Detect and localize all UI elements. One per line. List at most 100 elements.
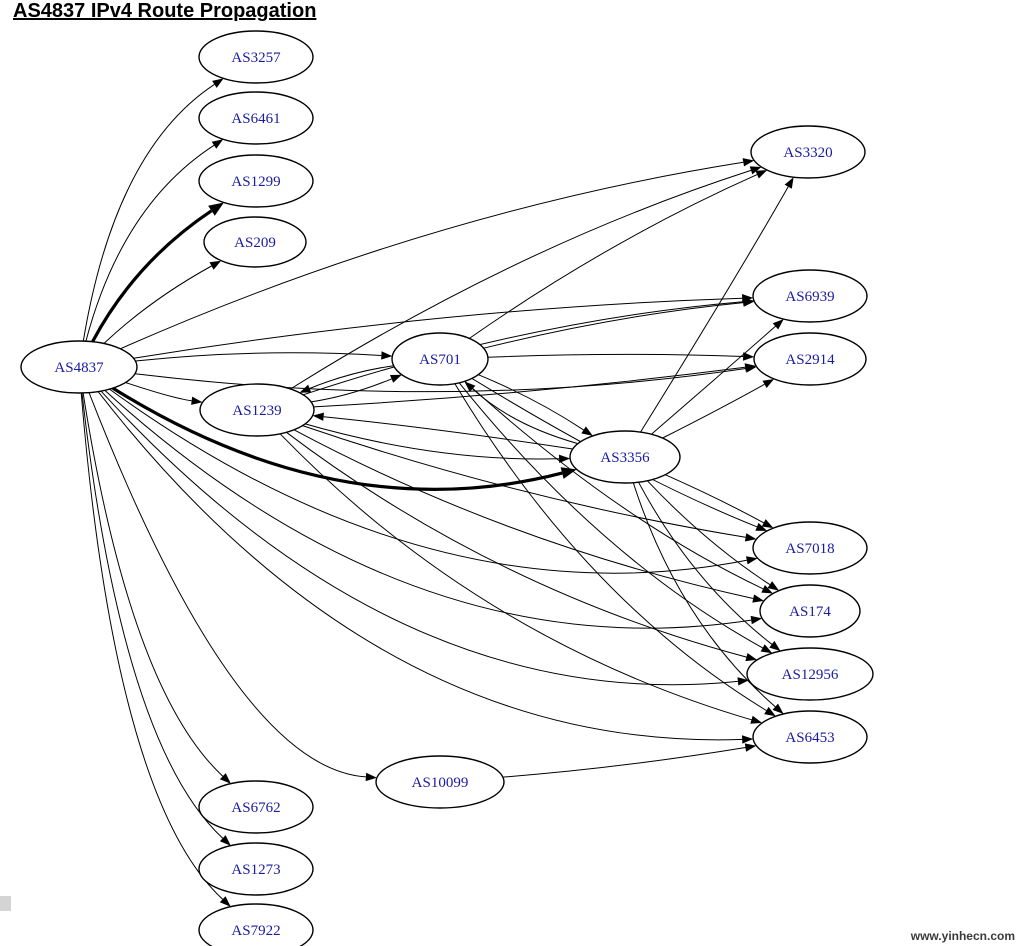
edge-AS701-AS6453 bbox=[454, 383, 767, 711]
arrowhead-AS4837-AS6762 bbox=[219, 773, 231, 784]
node-AS2914: AS2914 bbox=[753, 332, 867, 386]
edge-AS701-AS12956 bbox=[458, 382, 763, 649]
node-label-AS1299: AS1299 bbox=[231, 174, 280, 190]
arrowhead-AS701-AS2914 bbox=[743, 352, 755, 361]
edge-AS4837-AS6762 bbox=[82, 392, 224, 777]
arrowhead-AS3356-AS1239 bbox=[312, 412, 324, 421]
edge-AS4837-AS6453 bbox=[97, 391, 743, 741]
edge-AS1239-AS701 bbox=[311, 378, 392, 403]
arrowhead-AS701-AS174 bbox=[761, 585, 773, 594]
arrowhead-AS4837-AS1239 bbox=[191, 396, 203, 405]
arrowhead-AS4837-AS10099 bbox=[365, 772, 377, 782]
node-label-AS2914: AS2914 bbox=[785, 352, 835, 368]
edge-AS701-AS3320 bbox=[469, 174, 758, 339]
edge-AS4837-AS7922 bbox=[80, 392, 223, 900]
node-ellipse-AS2914 bbox=[753, 332, 867, 386]
node-ellipse-AS3356 bbox=[569, 430, 681, 484]
node-label-AS3356: AS3356 bbox=[600, 450, 650, 466]
arrowhead-AS1239-AS3320 bbox=[749, 166, 762, 175]
arrowhead-AS1239-AS174 bbox=[752, 594, 764, 603]
node-label-AS3257: AS3257 bbox=[231, 50, 281, 66]
arrowhead-AS3356-AS174 bbox=[767, 581, 779, 591]
arrowhead-AS701-AS12956 bbox=[760, 644, 773, 654]
node-AS10099: AS10099 bbox=[375, 755, 505, 809]
node-label-AS6453: AS6453 bbox=[785, 730, 834, 746]
edge-AS4837-AS209 bbox=[103, 265, 212, 344]
edge-AS701-AS3356 bbox=[478, 374, 584, 431]
node-label-AS1239: AS1239 bbox=[232, 403, 281, 419]
edge-AS4837-AS3356 bbox=[111, 386, 563, 491]
edge-AS701-AS174 bbox=[464, 380, 764, 590]
arrowhead-AS3356-AS7018 bbox=[761, 519, 774, 529]
node-AS1299: AS1299 bbox=[198, 154, 314, 208]
edge-AS4837-AS10099 bbox=[88, 392, 366, 778]
arrowhead-AS4837-AS3320 bbox=[742, 158, 755, 167]
node-AS7922: AS7922 bbox=[198, 903, 314, 946]
node-ellipse-AS1273 bbox=[198, 842, 314, 896]
node-AS1273: AS1273 bbox=[198, 842, 314, 896]
edge-AS1239-AS7018 bbox=[302, 425, 746, 538]
arrowhead-AS3356-AS701 bbox=[464, 381, 476, 392]
edge-AS1239-AS174 bbox=[293, 429, 754, 599]
node-label-AS6461: AS6461 bbox=[231, 111, 280, 127]
node-ellipse-AS12956 bbox=[746, 647, 874, 701]
node-AS3320: AS3320 bbox=[750, 125, 866, 179]
edge-AS1239-AS6939 bbox=[303, 301, 744, 396]
arrowhead-AS3356-AS2914 bbox=[762, 379, 775, 388]
edges-layer bbox=[80, 78, 794, 907]
arrowhead-AS3356-AS6939 bbox=[772, 319, 784, 330]
node-label-AS3320: AS3320 bbox=[783, 145, 832, 161]
node-label-AS7018: AS7018 bbox=[785, 541, 834, 557]
edge-AS4837-AS1239 bbox=[125, 382, 192, 402]
arrowhead-AS4837-AS7922 bbox=[219, 896, 231, 907]
arrowhead-AS4837-AS174 bbox=[750, 615, 763, 625]
edge-AS4837-AS3320 bbox=[120, 161, 744, 350]
arrowhead-AS4837-AS6461 bbox=[211, 139, 224, 149]
node-label-AS174: AS174 bbox=[789, 604, 831, 620]
arrowhead-AS1239-AS12956 bbox=[745, 653, 758, 662]
node-AS7018: AS7018 bbox=[752, 521, 868, 575]
arrowhead-AS701-AS7018 bbox=[755, 522, 768, 531]
node-ellipse-AS701 bbox=[391, 332, 489, 386]
arrowhead-AS701-AS3356 bbox=[581, 426, 593, 436]
node-ellipse-AS3320 bbox=[750, 125, 866, 179]
edge-AS4837-AS3257 bbox=[82, 83, 215, 342]
arrowhead-AS3356-AS6453 bbox=[772, 703, 784, 714]
arrowhead-AS1239-AS2914 bbox=[744, 363, 756, 372]
node-ellipse-AS6461 bbox=[198, 91, 314, 145]
arrowhead-AS3356-AS3320 bbox=[784, 177, 794, 189]
arrowhead-AS10099-AS6453 bbox=[744, 743, 757, 752]
edge-AS4837-AS701 bbox=[135, 352, 382, 362]
arrowhead-AS1239-AS3356 bbox=[559, 454, 571, 463]
arrowhead-AS4837-AS3257 bbox=[212, 78, 224, 88]
node-label-AS6762: AS6762 bbox=[231, 800, 280, 816]
node-label-AS701: AS701 bbox=[419, 352, 461, 368]
node-label-AS12956: AS12956 bbox=[782, 667, 839, 683]
node-ellipse-AS6762 bbox=[198, 780, 314, 834]
node-ellipse-AS174 bbox=[759, 584, 861, 638]
arrowhead-AS4837-AS3356 bbox=[560, 467, 577, 479]
node-AS6461: AS6461 bbox=[198, 91, 314, 145]
edge-AS4837-AS1299 bbox=[91, 209, 213, 343]
edge-AS701-AS2914 bbox=[487, 353, 744, 358]
edge-AS4837-AS174 bbox=[104, 389, 752, 629]
edge-AS3356-AS174 bbox=[647, 480, 771, 586]
edge-AS4837-AS2914 bbox=[134, 368, 746, 393]
node-ellipse-AS7018 bbox=[752, 521, 868, 575]
node-ellipse-AS6939 bbox=[752, 269, 868, 323]
node-AS701: AS701 bbox=[391, 332, 489, 386]
scrollbar-artifact bbox=[0, 896, 11, 911]
node-ellipse-AS1299 bbox=[198, 154, 314, 208]
node-ellipse-AS209 bbox=[203, 216, 307, 268]
node-AS3257: AS3257 bbox=[198, 30, 314, 84]
node-ellipse-AS7922 bbox=[198, 903, 314, 946]
node-label-AS4837: AS4837 bbox=[54, 360, 104, 376]
arrowhead-AS4837-AS6453 bbox=[742, 735, 754, 744]
node-label-AS7922: AS7922 bbox=[231, 923, 280, 939]
node-AS6762: AS6762 bbox=[198, 780, 314, 834]
edge-AS10099-AS6453 bbox=[502, 747, 746, 778]
arrowhead-AS701-AS6453 bbox=[764, 706, 776, 717]
edge-AS4837-AS12956 bbox=[100, 390, 738, 686]
